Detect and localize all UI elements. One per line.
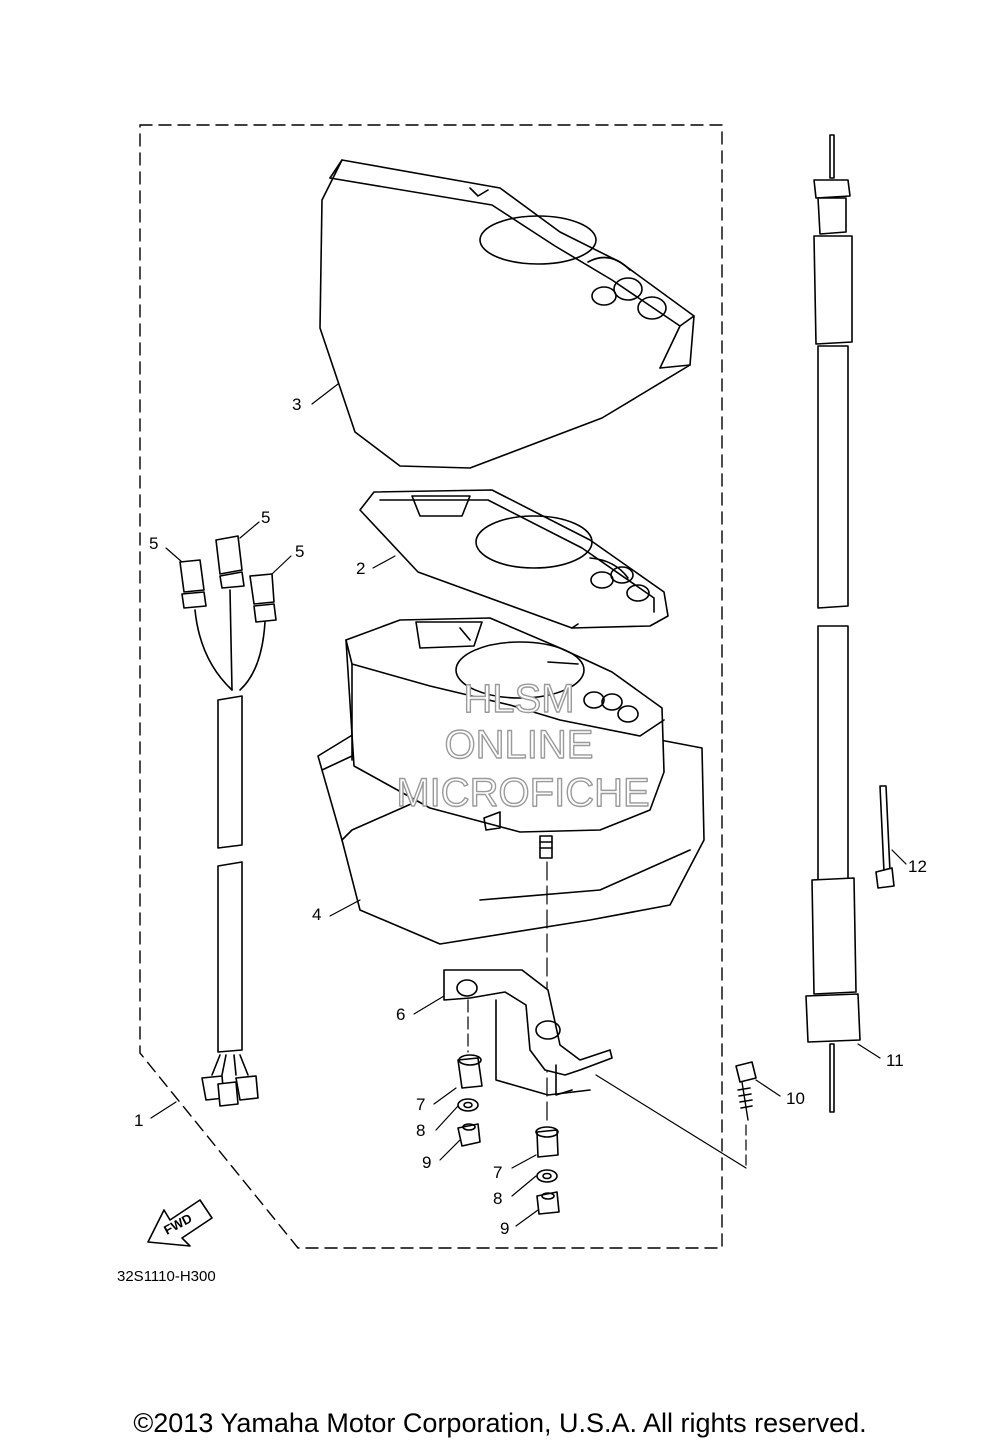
callout-5-c: 5 <box>295 542 304 561</box>
bulb-harness <box>179 535 277 1107</box>
meter-cover <box>319 159 695 469</box>
callout-7-a: 7 <box>416 1095 425 1114</box>
meter-lens <box>359 489 669 629</box>
assembly-boundary <box>139 124 723 1249</box>
cable-tie <box>875 785 895 889</box>
speedometer-cable <box>805 134 861 1113</box>
callout-8-a: 8 <box>416 1121 425 1140</box>
callout-11: 11 <box>886 1051 904 1070</box>
callout-12: 12 <box>908 857 927 876</box>
copyright-notice: ©2013 Yamaha Motor Corporation, U.S.A. A… <box>133 1408 867 1438</box>
callout-5-a: 5 <box>149 534 158 553</box>
callout-labels: 1 2 3 4 5 5 5 6 7 8 9 7 8 9 10 11 12 <box>134 395 927 1238</box>
watermark-line-1: HLSM <box>463 677 574 721</box>
bolt-10 <box>735 1061 757 1169</box>
meter-assembly <box>317 617 705 945</box>
callout-1: 1 <box>134 1111 143 1130</box>
callout-5-b: 5 <box>261 508 270 527</box>
callout-3: 3 <box>292 395 301 414</box>
fwd-arrow-icon: FWD <box>147 1199 213 1247</box>
callout-leaders <box>150 383 907 1227</box>
diagram-reference: 32S1110-H300 <box>117 1268 216 1285</box>
bolt-stack-left <box>457 999 483 1147</box>
watermark: HLSM ONLINE MICROFICHE <box>396 676 651 815</box>
callout-10: 10 <box>786 1089 805 1108</box>
callout-9-b: 9 <box>500 1219 509 1238</box>
meter-bracket <box>443 969 613 1096</box>
callout-6: 6 <box>396 1005 405 1024</box>
callout-2: 2 <box>356 559 365 578</box>
callout-4: 4 <box>312 905 321 924</box>
callout-7-b: 7 <box>493 1163 502 1182</box>
watermark-line-2: ONLINE <box>445 723 594 767</box>
callout-8-b: 8 <box>493 1189 502 1208</box>
callout-9-a: 9 <box>422 1153 431 1172</box>
watermark-line-3: MICROFICHE <box>396 771 649 815</box>
bolt-stack-right <box>535 1126 560 1215</box>
